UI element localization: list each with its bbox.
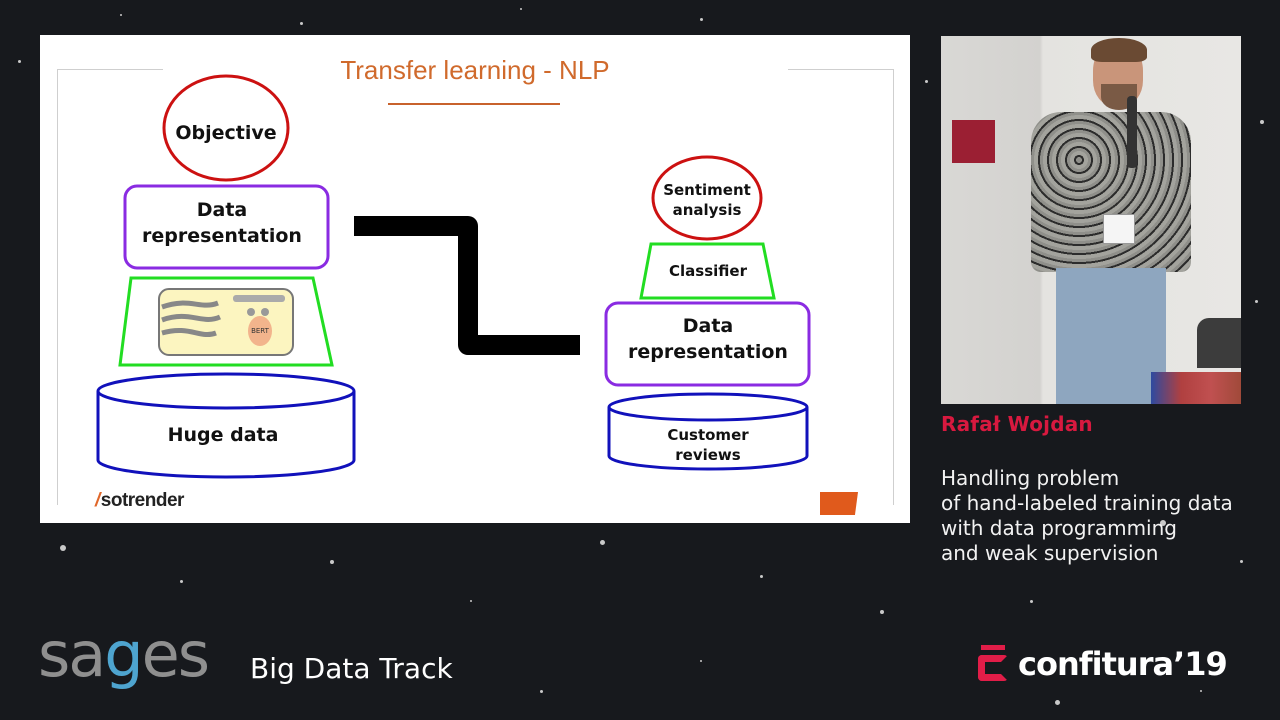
sotrender-logo: /sotrender (95, 490, 184, 511)
svg-text:reviews: reviews (675, 446, 741, 464)
right-representation-box (604, 301, 811, 387)
microphone-icon (1127, 96, 1137, 168)
classifier-label: Classifier (669, 262, 748, 280)
classifier-trapezoid (639, 242, 776, 300)
sages-logo: sages (38, 618, 210, 691)
frame-line (57, 69, 58, 505)
brow-shape (233, 295, 285, 302)
accent-tab (820, 492, 858, 515)
huge-data-label: Huge data (168, 424, 279, 446)
transfer-connector (354, 216, 580, 355)
frame-line (893, 69, 894, 505)
svg-text:Sentiment: Sentiment (663, 181, 751, 199)
confitura-c-icon (978, 645, 1008, 683)
bert-label: BERT (251, 327, 270, 335)
objective-ellipse (162, 74, 290, 182)
track-label: Big Data Track (250, 652, 453, 685)
huge-data-cylinder (96, 391, 356, 479)
speaker-video (941, 36, 1241, 404)
slide-title: Transfer learning - NLP (340, 55, 610, 85)
confitura-logo: confitura’19 (978, 645, 1228, 683)
svg-text:Data: Data (683, 315, 734, 337)
svg-text:representation: representation (628, 341, 788, 363)
flame-icon (161, 300, 222, 337)
svg-text:Data: Data (197, 199, 248, 221)
frame-line (57, 69, 163, 70)
frame-line (788, 69, 894, 70)
svg-text:representation: representation (142, 225, 302, 247)
presentation-slide: Transfer learning - NLP Objective Data r… (40, 35, 910, 523)
svg-text:Customer: Customer (667, 426, 749, 444)
transfer-learning-diagram: Objective Data representation BERT Huge … (96, 74, 811, 479)
left-representation-box (123, 184, 330, 270)
fire-extinguisher-sign-icon (952, 120, 995, 163)
nose-shape (248, 316, 272, 346)
talk-title: Handling problem of hand-labeled trainin… (941, 466, 1233, 565)
objective-label: Objective (175, 122, 276, 144)
speaker-name: Rafał Wojdan (941, 412, 1093, 436)
sentiment-ellipse (651, 155, 763, 241)
name-badge (1103, 214, 1135, 244)
svg-text:analysis: analysis (673, 201, 742, 219)
title-underline (388, 103, 560, 105)
customer-reviews-cylinder (607, 407, 809, 471)
